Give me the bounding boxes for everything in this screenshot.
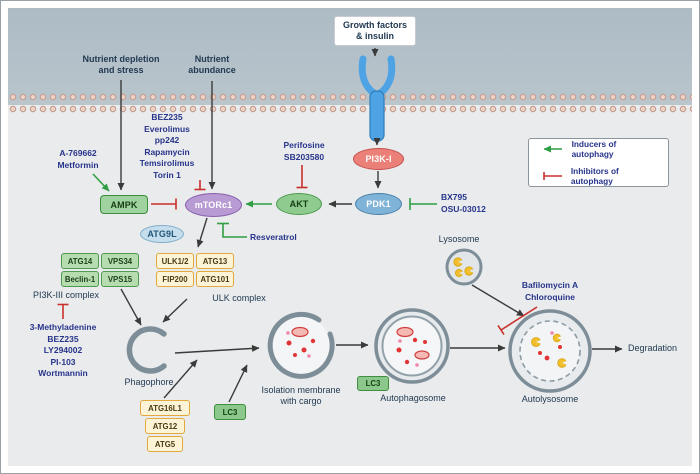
pi3k3-complex-label: PI3K-III complex — [33, 290, 100, 300]
isolation-membrane-structure — [267, 311, 335, 379]
ulk12-box: ULK1/2 — [156, 253, 194, 269]
beclin1-box: Beclin-1 — [61, 271, 99, 287]
inducer-arrow-icon — [543, 145, 562, 153]
legend-inhibitors-row: Inhibitors of autophagy — [538, 166, 659, 186]
vps34-box: VPS34 — [101, 253, 139, 269]
autophagosome-structure — [374, 308, 450, 384]
pdk1-node: PDK1 — [355, 193, 402, 215]
atg5-box: ATG5 — [147, 436, 183, 452]
atg12-box: ATG12 — [145, 418, 185, 434]
legend-box: Inducers of autophagy Inhibitors of auto… — [528, 138, 669, 187]
ampk-node: AMPK — [100, 195, 148, 214]
resveratrol-label: Resveratrol — [250, 232, 297, 242]
mtorc1-node: mTORc1 — [185, 193, 242, 217]
signal-arrows-black — [117, 48, 623, 403]
fusion-inhibitor-drugs: Bafilomycin A Chloroquine — [521, 280, 579, 302]
autolysosome-structure — [508, 309, 592, 393]
pi3k1-node: PI3K-I — [353, 148, 404, 170]
degradation-label: Degradation — [628, 343, 678, 353]
phagophore-label: Phagophore — [124, 377, 174, 387]
growth-factors-label: Growth factors & insulin — [333, 16, 417, 46]
autophagosome-label: Autophagosome — [380, 393, 446, 403]
fip200-box: FIP200 — [156, 271, 194, 287]
atg16l1-box: ATG16L1 — [140, 400, 190, 416]
growth-factor-receptor-icon — [358, 55, 396, 142]
atg13-box: ATG13 — [196, 253, 234, 269]
isolation-membrane-label: Isolation membrane with cargo — [261, 385, 341, 406]
vps15-box: VPS15 — [101, 271, 139, 287]
lysosome-structure — [445, 248, 483, 286]
ulk-complex-label: ULK complex — [212, 293, 266, 303]
legend-inducers-row: Inducers of autophagy — [538, 139, 659, 159]
akt-node: AKT — [276, 193, 322, 215]
autolysosome-label: Autolysosome — [521, 394, 579, 404]
legend-inhibitors-label: Inhibitors of autophagy — [570, 166, 619, 186]
akt-inhibitor-drugs: Perifosine SB203580 — [283, 140, 325, 162]
legend-inducers-label: Inducers of autophagy — [571, 139, 617, 159]
inhibitor-tbars-red — [57, 165, 538, 336]
atg101-box: ATG101 — [196, 271, 234, 287]
ampk-activator-drugs: A-769662 Metformin — [57, 148, 99, 170]
nutrient-abundance-label: Nutrient abundance — [188, 54, 236, 75]
atg9l-node: ATG9L — [140, 225, 184, 243]
mtor-inhibitor-drugs: BEZ235 Everolimus pp242 Rapamycin Temsir… — [139, 112, 195, 180]
lc3-autophagosome-box: LC3 — [357, 376, 389, 391]
lc3-box: LC3 — [214, 404, 246, 420]
atg14-box: ATG14 — [61, 253, 99, 269]
nutrient-depletion-label: Nutrient depletion and stress — [82, 54, 160, 75]
inducer-arrows-green — [92, 173, 437, 238]
lysosome-label: Lysosome — [438, 234, 480, 244]
pi3k3-inhibitor-drugs: 3-Methyladenine BEZ235 LY294002 PI-103 W… — [29, 322, 97, 378]
pdk1-inhibitor-drugs: BX795 OSU-03012 — [441, 192, 486, 214]
inhibitor-tbar-icon — [543, 172, 562, 180]
phagophore-structure — [126, 326, 167, 374]
plasma-membrane — [8, 91, 692, 115]
